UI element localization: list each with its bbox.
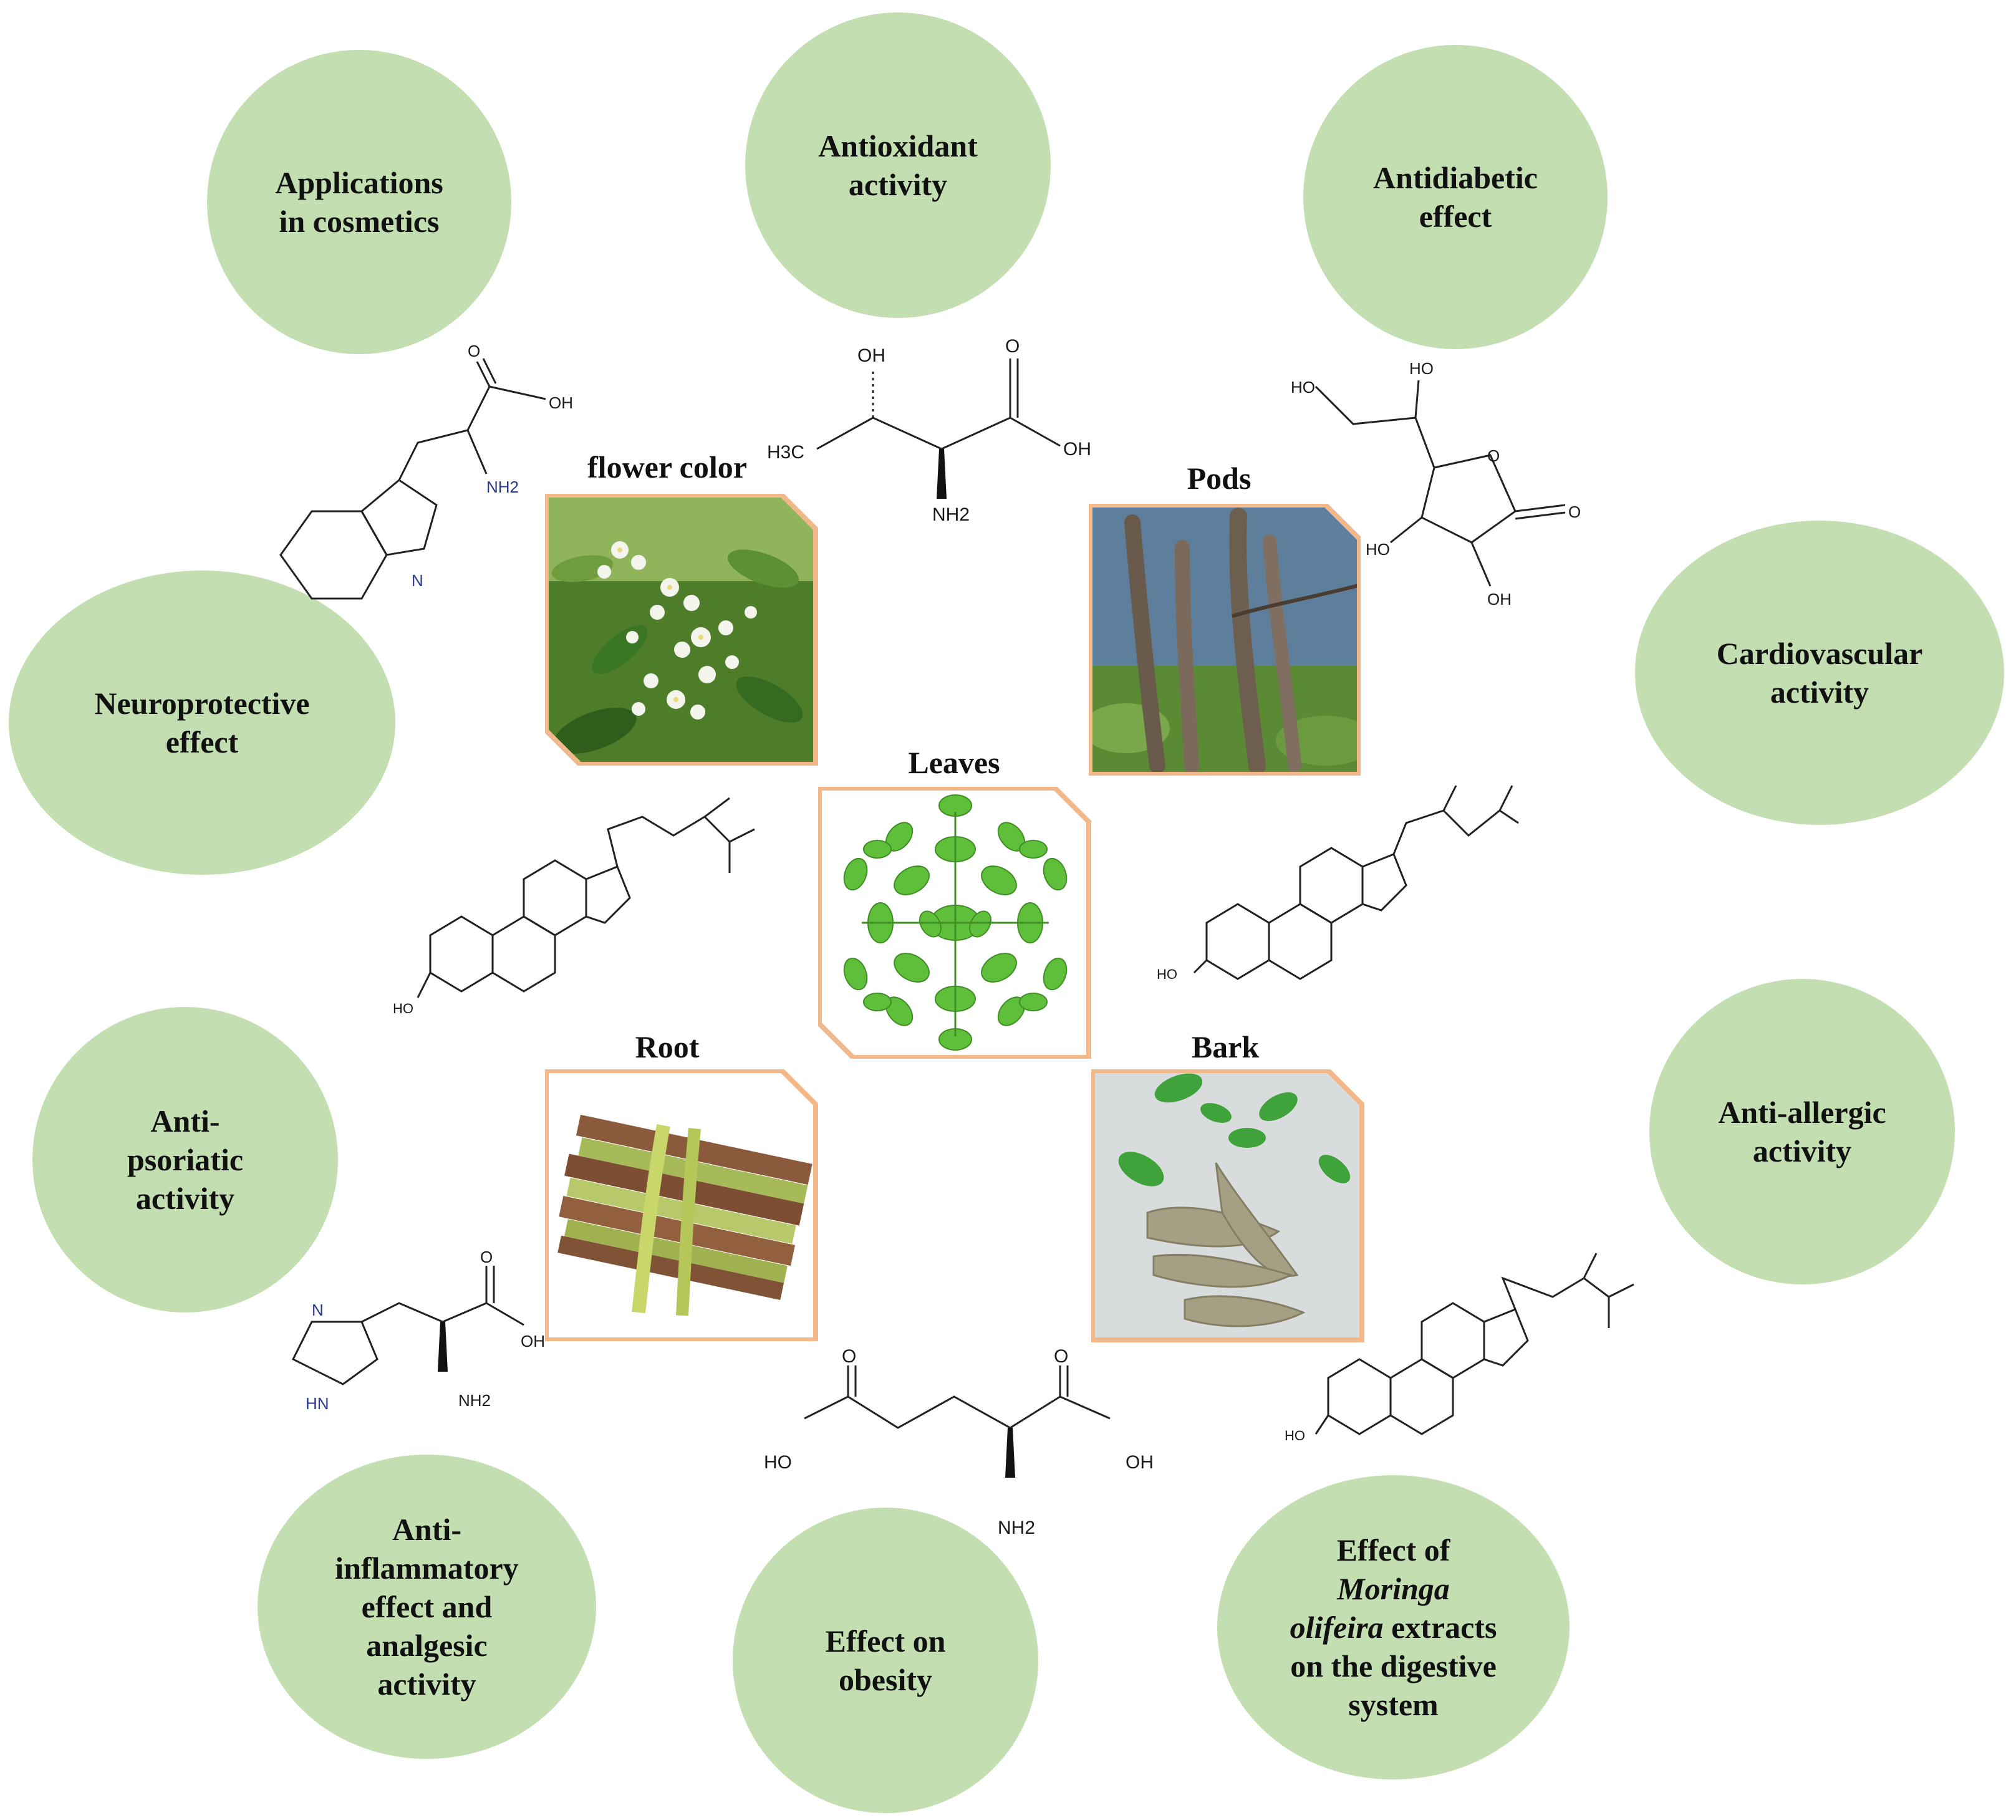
moringa-bark-photo: [1091, 1069, 1364, 1342]
ascorbic-acid-structure: HO HO O O HO OH: [1291, 359, 1581, 609]
histidine-structure: N HN O OH NH2: [291, 1248, 545, 1413]
svg-text:OH: OH: [857, 345, 885, 366]
svg-text:NH2: NH2: [998, 1518, 1035, 1538]
svg-text:HO: HO: [1366, 540, 1390, 559]
svg-text:O: O: [842, 1346, 856, 1367]
svg-text:HO: HO: [1285, 1428, 1305, 1443]
svg-text:OH: OH: [521, 1332, 545, 1351]
tryptophan-structure: O OH NH2 N: [279, 342, 573, 600]
svg-text:O: O: [480, 1248, 493, 1266]
label-pods: Pods: [1187, 461, 1252, 496]
svg-text:NH2: NH2: [458, 1391, 491, 1410]
threonine-structure: H3C OH O OH NH2: [767, 336, 1091, 525]
stigmasterol-structure: HO: [393, 797, 755, 1016]
svg-text:OH: OH: [549, 393, 573, 412]
circle-digestive-system-effect: Effect of Moringa olifeira extracts on t…: [1217, 1475, 1570, 1779]
svg-text:O: O: [1568, 503, 1581, 521]
svg-text:NH2: NH2: [486, 478, 519, 496]
svg-text:HN: HN: [306, 1394, 329, 1413]
moringa-pods-photo: [1089, 504, 1361, 776]
sitosterol-structure: HO: [1157, 785, 1519, 982]
svg-text:NH2: NH2: [932, 504, 970, 525]
svg-text:H3C: H3C: [767, 442, 804, 463]
svg-text:OH: OH: [1126, 1452, 1154, 1473]
svg-text:N: N: [312, 1301, 324, 1319]
glutamic-acid-structure: O HO O OH NH2: [764, 1346, 1154, 1538]
label-root: Root: [635, 1029, 700, 1064]
svg-text:HO: HO: [1157, 966, 1177, 982]
svg-text:O: O: [1487, 446, 1500, 465]
label-bark: Bark: [1191, 1029, 1260, 1064]
svg-text:HO: HO: [764, 1452, 792, 1473]
svg-text:N: N: [412, 571, 423, 590]
moringa-root-photo: [545, 1069, 818, 1341]
moringa-flower-photo: [545, 494, 818, 766]
label-flower-color: flower color: [587, 450, 747, 484]
moringa-leaves-photo: [818, 787, 1091, 1059]
svg-text:O: O: [1005, 336, 1020, 357]
svg-text:O: O: [1054, 1346, 1068, 1367]
svg-text:OH: OH: [1487, 590, 1512, 609]
label-leaves: Leaves: [908, 745, 1000, 780]
svg-text:OH: OH: [1063, 439, 1091, 460]
svg-text:HO: HO: [1409, 359, 1434, 378]
campesterol-structure: HO: [1285, 1253, 1634, 1443]
svg-text:O: O: [468, 342, 480, 360]
svg-text:HO: HO: [1291, 378, 1315, 397]
svg-text:HO: HO: [393, 1001, 413, 1016]
